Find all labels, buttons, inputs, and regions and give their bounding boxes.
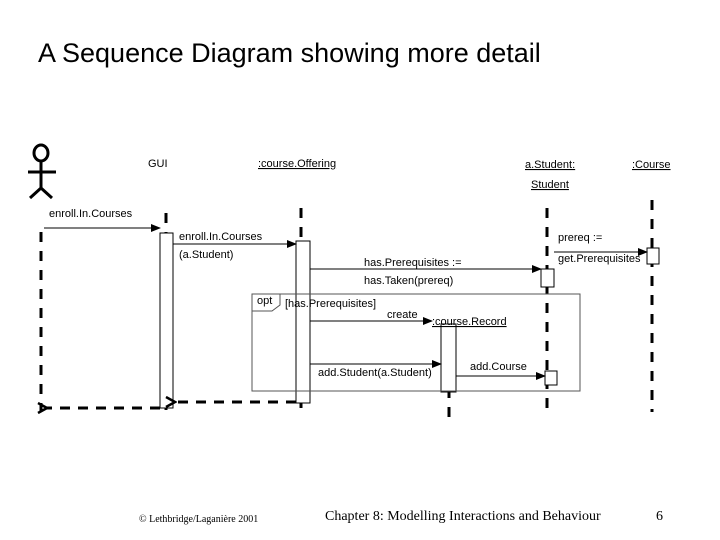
enroll-inner-label: enroll.In.Courses — [179, 231, 263, 243]
copyright-footer: © Lethbridge/Laganière 2001 — [139, 514, 259, 525]
course-offering-activation — [295, 240, 311, 404]
prereq-label: prereq := — [558, 232, 602, 244]
add-student-label: add.Student(a.Student) — [318, 367, 432, 379]
page-number: 6 — [656, 509, 663, 524]
actor-icon — [28, 143, 56, 200]
enroll-inner-label-args: (a.Student) — [179, 249, 233, 261]
object-course-record: :course.Record — [432, 316, 507, 328]
opt-fragment — [251, 293, 581, 392]
opt-guard: [has.Prerequisites] — [285, 298, 376, 310]
has-taken-label: has.Taken(prereq) — [364, 275, 453, 287]
enroll-outer-label: enroll.In.Courses — [49, 208, 133, 220]
object-a-student: a.Student: — [525, 159, 575, 171]
has-prereq-label: has.Prerequisites := — [364, 257, 462, 269]
object-course: :Course — [632, 159, 671, 171]
object-a-student-class: Student — [531, 179, 569, 191]
gui-activation — [159, 232, 174, 409]
chapter-footer: Chapter 8: Modelling Interactions and Be… — [325, 509, 601, 524]
course-activation-2 — [544, 370, 558, 386]
course-record-activation — [440, 323, 457, 393]
student-activation — [540, 268, 555, 288]
opt-operator-tab — [252, 293, 281, 312]
object-gui: GUI — [148, 158, 168, 170]
slide-title: A Sequence Diagram showing more detail — [38, 38, 541, 68]
object-course-offering: :course.Offering — [258, 158, 336, 170]
opt-operator: opt — [257, 295, 272, 307]
add-course-label: add.Course — [470, 361, 527, 373]
create-label: create — [387, 309, 418, 321]
course-activation — [646, 247, 660, 265]
get-prereq-label: get.Prerequisites — [558, 253, 641, 265]
